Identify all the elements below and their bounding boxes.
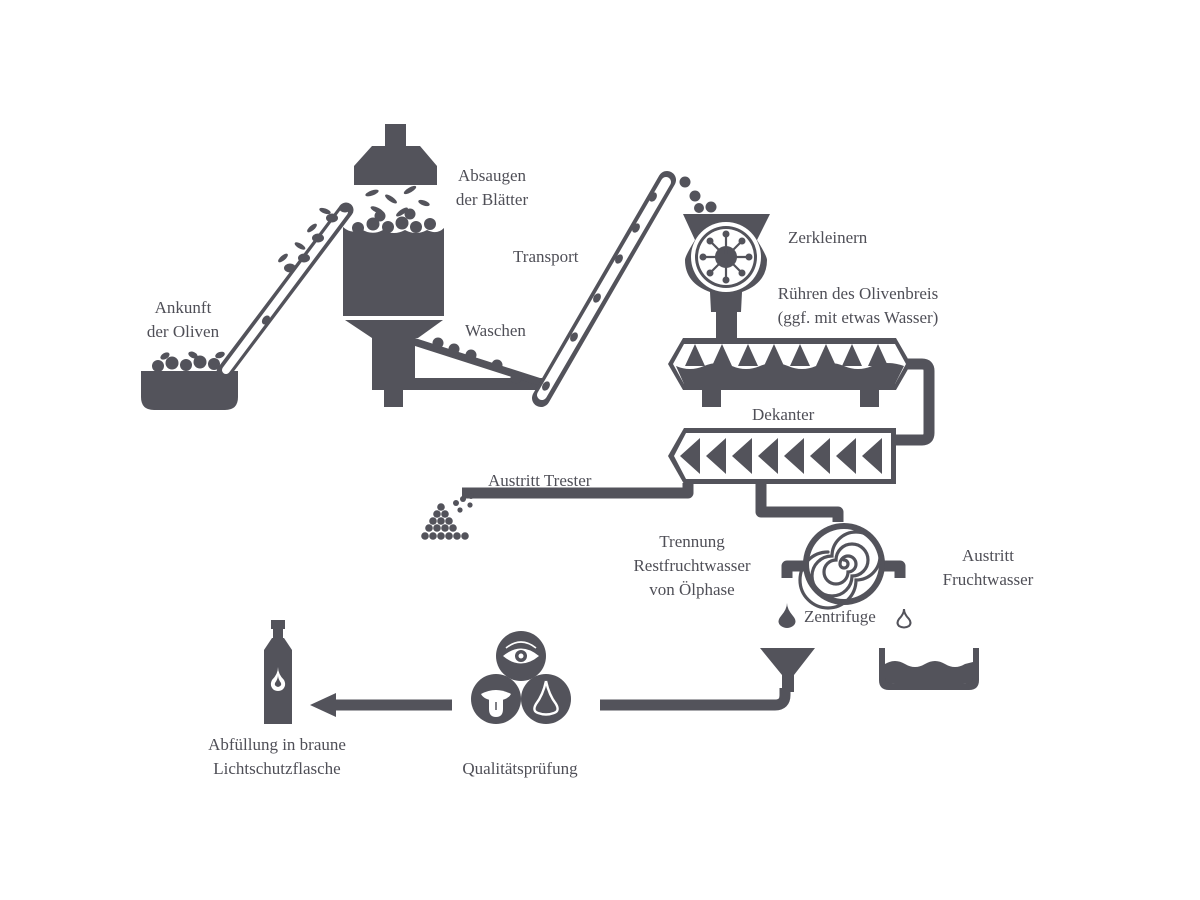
label-centrifuge: Zentrifuge	[804, 607, 876, 626]
pipe-decanter-centrifuge	[755, 483, 844, 522]
label-suction: Absaugen der Blätter	[438, 164, 546, 212]
olive-crate-icon	[141, 351, 238, 410]
label-bottling-line1: Abfüllung in braune	[208, 735, 346, 754]
centrifuge-outlet-right	[882, 560, 906, 578]
label-suction-line1: Absaugen	[458, 166, 526, 185]
label-stirring-line1: Rühren des Olivenbreis	[777, 284, 939, 303]
label-washing: Waschen	[465, 321, 526, 340]
label-pomace-exit: Austritt Trester	[488, 471, 592, 490]
conveyor-belt-icon	[532, 171, 717, 407]
label-suction-line2: der Blätter	[455, 190, 529, 209]
label-decanter: Dekanter	[752, 405, 815, 424]
label-arrival-line1: Ankunft	[154, 298, 212, 317]
crusher-icon	[683, 214, 770, 340]
label-separation-line3: von Ölphase	[649, 580, 735, 599]
washing-tank-icon	[343, 208, 542, 407]
label-stirring-line2: (ggf. mit etwas Wasser)	[777, 308, 939, 327]
decanter-icon	[668, 428, 896, 484]
pipe-oil	[600, 688, 791, 711]
leaf-suction-hood-icon	[354, 124, 437, 217]
label-separation-line2: Restfruchtwasser	[633, 556, 751, 575]
conveyor-belt-icon	[216, 202, 354, 380]
label-arrival: Ankunft der Oliven	[128, 296, 238, 344]
label-transport: Transport	[513, 247, 579, 266]
label-water-exit-line2: Fruchtwasser	[942, 570, 1034, 589]
centrifuge-outlet-left	[781, 560, 805, 578]
arrow-left-icon	[310, 693, 336, 717]
tongue-icon	[471, 674, 521, 724]
funnel-icon	[760, 648, 815, 692]
water-basin-icon	[879, 648, 979, 690]
mixer-trough-icon	[668, 338, 911, 407]
drop-icon	[778, 603, 796, 628]
label-stirring: Rühren des Olivenbreis (ggf. mit etwas W…	[753, 282, 963, 330]
nose-icon	[521, 674, 571, 724]
centrifuge-icon	[798, 523, 885, 610]
pipe-pomace	[462, 483, 694, 499]
label-quality-check: Qualitätsprüfung	[462, 759, 578, 778]
pipe-mixer-decanter	[896, 358, 935, 446]
label-crushing: Zerkleinern	[788, 228, 868, 247]
bottle-icon	[264, 620, 292, 724]
pomace-pile-icon	[421, 493, 474, 540]
label-water-exit-line1: Austritt	[962, 546, 1014, 565]
label-water-exit: Austritt Fruchtwasser	[928, 544, 1048, 592]
label-separation: Trennung Restfruchtwasser von Ölphase	[612, 530, 772, 602]
label-separation-line1: Trennung	[659, 532, 725, 551]
label-bottling-line2: Lichtschutzflasche	[213, 759, 341, 778]
label-arrival-line2: der Oliven	[146, 322, 220, 341]
drop-icon	[896, 608, 912, 629]
eye-icon	[496, 631, 546, 681]
label-bottling: Abfüllung in braune Lichtschutzflasche	[182, 733, 372, 781]
